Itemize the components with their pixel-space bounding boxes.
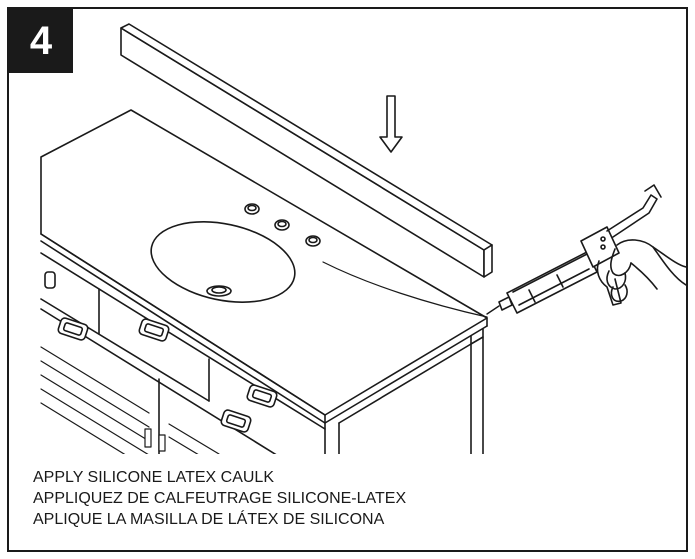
caulk-bead (322, 261, 488, 318)
instruction-captions: APPLY SILICONE LATEX CAULK APPLIQUEZ DE … (33, 467, 406, 530)
caption-spanish: APLIQUE LA MASILLA DE LÁTEX DE SILICONA (33, 511, 385, 528)
drawer-pulls (44, 271, 278, 433)
vanity-illustration (40, 23, 686, 454)
caption-french: APPLIQUEZ DE CALFEUTRAGE SILICONE-LATEX (33, 490, 407, 507)
caption-english: APPLY SILICONE LATEX CAULK (33, 469, 274, 486)
backsplash-board (120, 23, 493, 278)
step-number: 4 (29, 19, 53, 63)
arrow-down-icon (379, 95, 403, 153)
hand-icon (606, 239, 686, 303)
cabinet-doors (40, 346, 220, 454)
faucet-holes (244, 203, 321, 247)
sink-basin (150, 221, 296, 303)
step-number-badge: 4 (9, 9, 73, 73)
instruction-panel: 4 APPLY SILICONE LATEX CAULK APPLIQUEZ D… (7, 7, 688, 552)
cabinet-body (324, 328, 484, 454)
caulk-gun-icon (486, 184, 662, 315)
